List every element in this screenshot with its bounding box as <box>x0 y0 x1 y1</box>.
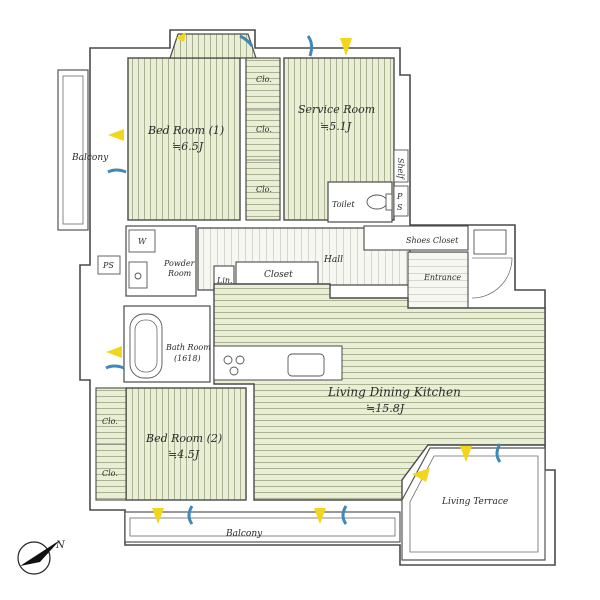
compass-icon: N <box>17 540 66 575</box>
bedroom1-name: Bed Room (1) <box>147 124 224 137</box>
bath-size: (1618) <box>174 354 201 363</box>
shelf-label: Shelf <box>396 158 405 181</box>
ldk-floor <box>213 283 546 501</box>
closet-label-1: Clo. <box>256 75 272 84</box>
toilet-label: Toilet <box>332 200 355 209</box>
powder-label-2: Room <box>167 269 192 278</box>
linen-label: Lin. <box>216 276 233 285</box>
balcony-bottom-label: Balcony <box>225 529 263 539</box>
toilet-bowl <box>366 194 388 210</box>
toilet-tank <box>385 193 393 211</box>
shoes-closet <box>363 225 469 251</box>
arrow-blue-icon <box>341 505 348 525</box>
shoes-closet-label: Shoes Closet <box>406 236 459 245</box>
entrance-door-swing <box>471 257 513 299</box>
balcony-bottom <box>124 511 401 543</box>
bedroom2-floor <box>125 387 247 501</box>
washer <box>128 229 156 253</box>
arrow-blue-icon <box>239 34 254 47</box>
arrow-yellow-icon <box>106 346 122 358</box>
shelf-box <box>393 149 409 183</box>
arrow-blue-icon <box>495 443 502 463</box>
entrance-floor <box>407 251 469 309</box>
ldk-area: ≒15.8J <box>366 402 405 415</box>
hall-closet-label: Closet <box>264 270 293 280</box>
powder-label-1: Powder <box>163 259 196 268</box>
arrow-blue-icon <box>105 364 125 370</box>
ventilation-arrows <box>105 32 502 525</box>
w-label: W <box>138 237 147 246</box>
closet-label-2: Clo. <box>256 125 272 134</box>
service-room-name: Service Room <box>298 103 375 116</box>
arrow-yellow-icon <box>460 446 472 462</box>
arrow-blue-icon <box>187 505 194 525</box>
living-terrace-label: Living Terrace <box>441 497 508 507</box>
hall-label: Hall <box>323 255 343 265</box>
kitchen-sink <box>287 353 325 377</box>
stove-icon <box>223 355 245 376</box>
arrow-yellow-icon <box>176 32 186 42</box>
bedroom2-name: Bed Room (2) <box>145 432 222 445</box>
ps-right-label-2: S <box>397 203 403 212</box>
ps-right-box <box>393 185 409 217</box>
ps-left-label: PS <box>102 261 114 270</box>
balcony-left-label: Balcony <box>71 153 109 163</box>
balcony-left <box>57 69 89 231</box>
ps-right-label-1: P <box>396 192 403 201</box>
closet-column <box>245 57 281 221</box>
compass-letter: N <box>55 540 66 551</box>
entrance-box <box>473 229 507 255</box>
bedroom1-area: ≒6.5J <box>172 140 204 153</box>
closet-label-5: Clo. <box>102 469 118 478</box>
entrance-label: Entrance <box>423 273 461 282</box>
closet-label-4: Clo. <box>102 417 118 426</box>
arrow-yellow-icon <box>152 508 164 524</box>
arrow-blue-icon <box>306 35 314 57</box>
arrow-yellow-icon <box>340 38 352 56</box>
bedroom2-area: ≒4.5J <box>168 448 200 461</box>
arrow-blue-icon <box>107 168 127 174</box>
bathtub <box>129 313 163 379</box>
service-room-area: ≒5.1J <box>320 120 352 133</box>
ps-left-box <box>97 255 121 275</box>
closet-label-3: Clo. <box>256 185 272 194</box>
bedroom1-bay <box>169 33 257 59</box>
arrow-yellow-icon <box>108 129 124 141</box>
arrow-yellow-icon <box>314 508 326 524</box>
bath-label: Bath Room <box>165 343 211 352</box>
ldk-name: Living Dining Kitchen <box>327 385 461 399</box>
living-terrace <box>401 447 546 561</box>
bedroom1-floor <box>127 57 241 221</box>
arrow-yellow-icon <box>412 468 430 482</box>
